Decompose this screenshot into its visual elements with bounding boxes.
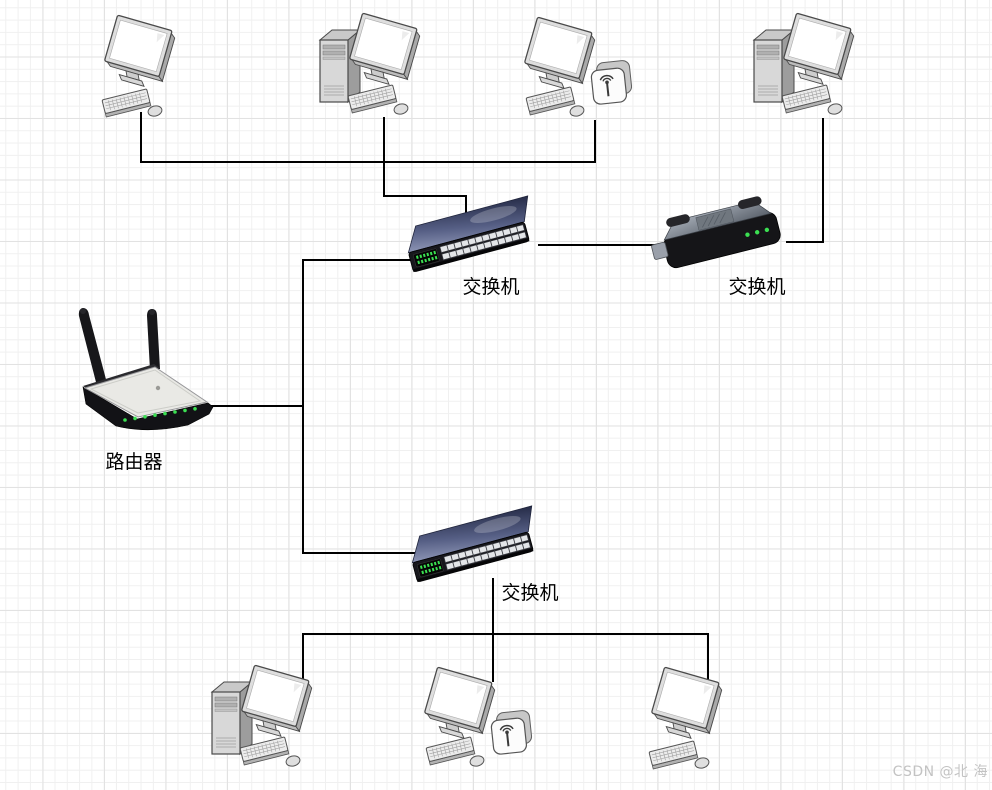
cable-bottom-bus [302,633,709,682]
pc-top-1-computer-icon [98,8,193,123]
switch-right-label: 交换机 [728,276,786,298]
pc-bottom-2-wireless-computer-icon [426,660,541,775]
pc-bottom-3-computer-icon [645,660,740,775]
pc-top-2-computer-icon [318,6,436,118]
switch-top-label: 交换机 [462,276,520,298]
switch-right-mini-switch-icon [645,192,783,273]
csdn-watermark: CSDN @北 海 [892,764,988,780]
router-icon [78,307,214,431]
pc-top-3-wireless-computer-icon [526,10,641,125]
switch-bottom-label: 交换机 [501,582,559,604]
cable-top-bus [140,112,596,163]
switch-top-rack-switch-icon [401,195,540,273]
cable-pc2-to-switch-top [383,117,467,215]
pc-top-4-computer-icon [752,6,870,118]
router-label: 路由器 [105,451,163,473]
cable-pc4-to-switch-right [786,118,824,243]
pc-bottom-1-computer-icon [210,658,328,770]
switch-bottom-rack-switch-icon [405,505,544,583]
